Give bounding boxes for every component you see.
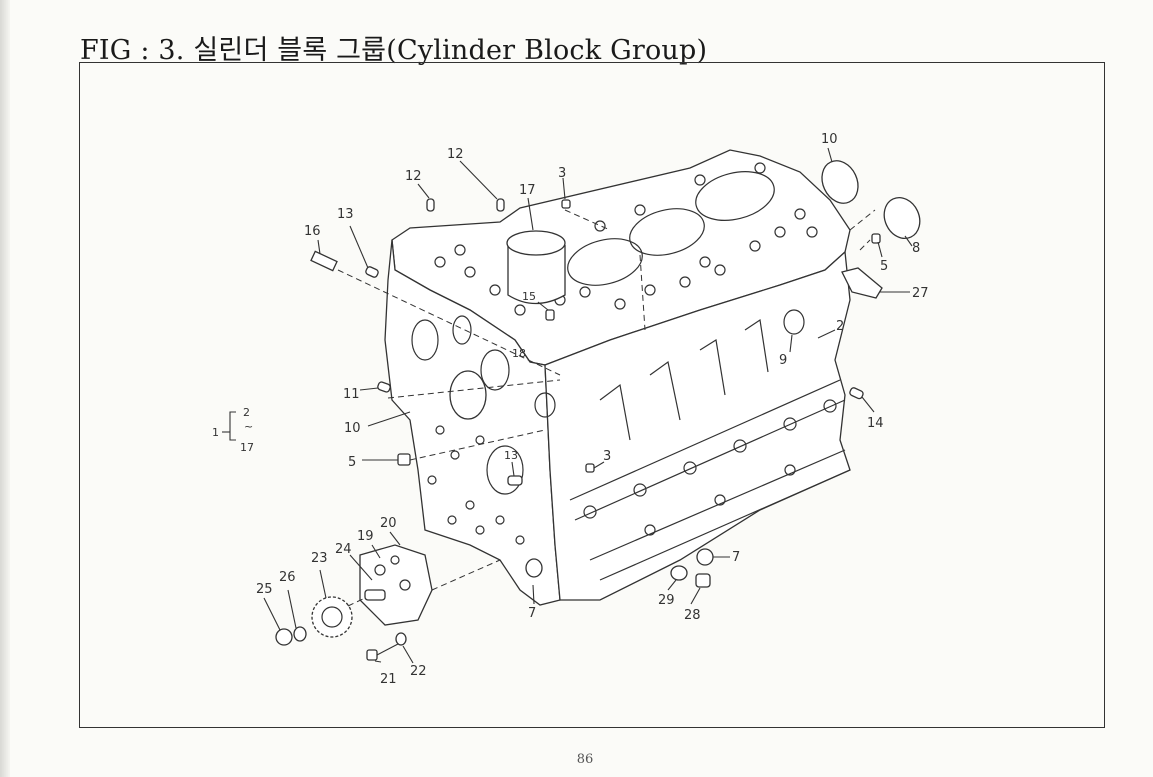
callout-12-right: 12 (447, 147, 464, 162)
callout-20: 20 (380, 516, 397, 531)
callout-5-left: 5 (348, 455, 356, 470)
callout-16: 16 (304, 224, 321, 239)
callout-29: 29 (658, 593, 675, 608)
bracket-bottom-label: 17 (240, 441, 254, 454)
cylinder-block (384, 149, 851, 606)
figure-title: FIG : 3. 실린더 블록 그룹(Cylinder Block Group) (80, 35, 708, 66)
callout-2: 2 (836, 319, 844, 334)
callout-3-center: 3 (603, 449, 611, 464)
diagram-frame (79, 62, 1105, 728)
leader-lines (263, 147, 913, 664)
callout-12-left: 12 (405, 169, 422, 184)
callout-25: 25 (256, 582, 273, 597)
bracket-mid-label: ~ (244, 420, 253, 433)
callout-19: 19 (357, 529, 374, 544)
loose-parts (275, 160, 921, 661)
callout-21: 21 (380, 672, 397, 687)
page-number: 86 (576, 752, 594, 767)
callout-10-top: 10 (821, 132, 838, 147)
callout-26: 26 (279, 570, 296, 585)
parts-range-bracket: 1 2 ~ 17 (212, 406, 254, 454)
callout-15: 15 (522, 290, 536, 303)
callout-11: 11 (343, 387, 360, 402)
page-edge-shadow (0, 0, 10, 777)
callout-8: 8 (912, 241, 920, 256)
callout-7-bottom: 7 (528, 606, 536, 621)
callout-22: 22 (410, 664, 427, 679)
callout-3-top: 3 (558, 166, 566, 181)
callout-10-left: 10 (344, 421, 361, 436)
bracket-top-label: 2 (243, 406, 250, 419)
callout-28: 28 (684, 608, 701, 623)
callout-5-right: 5 (880, 259, 888, 274)
callout-9: 9 (779, 353, 787, 368)
assembly-dash-lines (337, 209, 876, 607)
bracket-parent-label: 1 (212, 426, 219, 439)
callout-24: 24 (335, 542, 352, 557)
callout-13-top: 13 (337, 207, 354, 222)
callout-7-right: 7 (732, 550, 740, 565)
callout-18: 18 (512, 347, 526, 360)
callout-23: 23 (311, 551, 328, 566)
callout-14: 14 (867, 416, 884, 431)
callout-labels: 10 12 12 3 17 13 16 15 8 5 27 2 9 18 11 … (256, 132, 929, 687)
callout-13-center: 13 (504, 449, 518, 462)
callout-17: 17 (519, 183, 536, 198)
callout-27: 27 (912, 286, 929, 301)
